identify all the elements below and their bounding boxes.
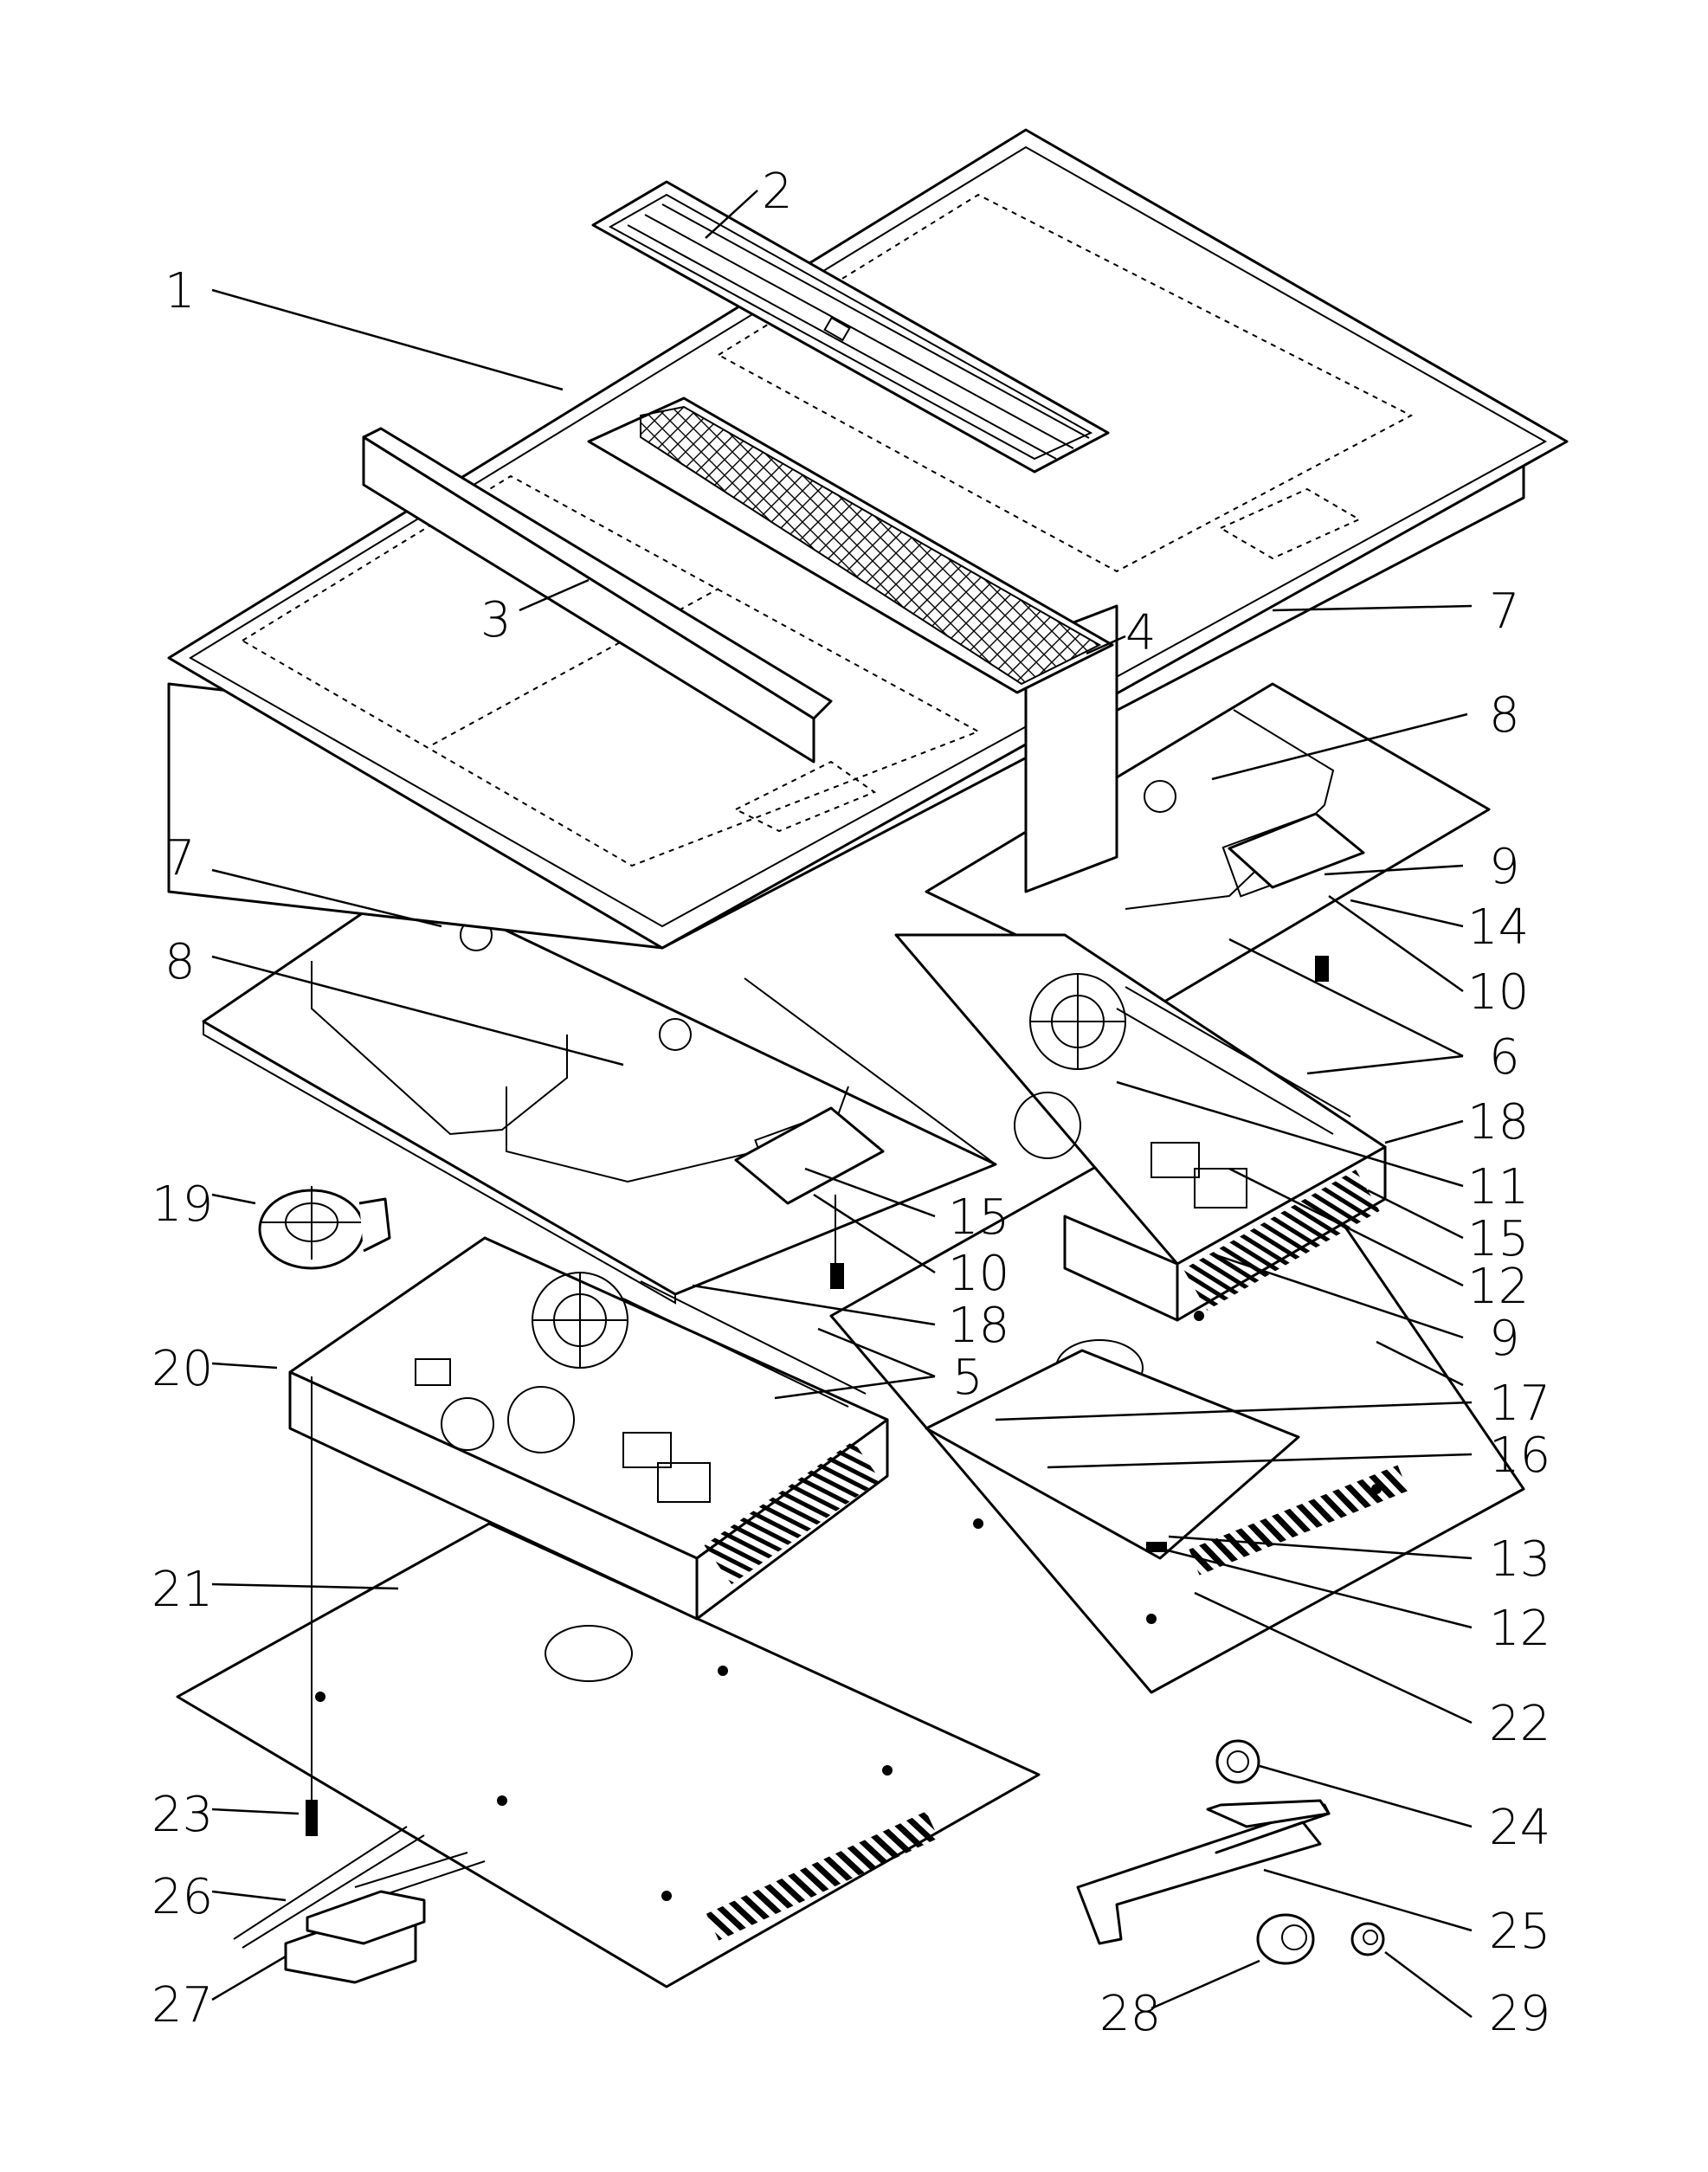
mounting-bracket xyxy=(1076,1799,1331,1945)
cooling-fan xyxy=(258,1186,391,1270)
callout-21: 21 xyxy=(151,1562,213,1618)
callout-5: 5 xyxy=(952,1350,983,1406)
spacer-ring xyxy=(1256,1913,1315,1965)
control-board-right xyxy=(1228,812,1365,982)
callout-7-right: 7 xyxy=(1489,583,1520,640)
callout-19: 19 xyxy=(151,1176,213,1233)
insulation-sheet xyxy=(925,1349,1300,1560)
callout-3: 3 xyxy=(480,592,512,648)
callout-8-right: 8 xyxy=(1489,687,1520,744)
callout-1: 1 xyxy=(164,263,196,319)
vent-grille xyxy=(591,180,1110,474)
grommet xyxy=(1215,1739,1260,1784)
callout-18-left: 18 xyxy=(948,1298,1009,1354)
callout-22: 22 xyxy=(1489,1696,1550,1752)
callout-20: 20 xyxy=(151,1341,213,1397)
callout-29: 29 xyxy=(1489,1986,1550,2042)
callout-4: 4 xyxy=(1125,605,1157,661)
callout-12-bottom: 12 xyxy=(1489,1601,1550,1657)
screw xyxy=(306,1376,318,1836)
callout-14: 14 xyxy=(1467,899,1529,956)
callout-23: 23 xyxy=(151,1787,213,1843)
callout-24: 24 xyxy=(1489,1800,1550,1856)
callout-11: 11 xyxy=(1467,1159,1529,1215)
callout-17: 17 xyxy=(1489,1376,1550,1432)
callout-18-right: 18 xyxy=(1467,1094,1529,1150)
control-board-left xyxy=(734,1106,885,1289)
leader-lines xyxy=(211,190,1473,2018)
callout-labels: 1 2 3 4 7 8 7 8 9 14 10 6 18 11 15 12 19… xyxy=(151,164,1550,2042)
electronics-frame-left xyxy=(288,1236,889,1621)
callout-27: 27 xyxy=(151,1977,213,2033)
callout-8-left: 8 xyxy=(164,934,196,990)
callout-13: 13 xyxy=(1489,1531,1550,1588)
power-cable xyxy=(233,1826,486,1949)
trim-strip xyxy=(362,427,833,764)
extraction-filter-mesh xyxy=(587,396,1114,694)
callout-10-left: 10 xyxy=(948,1246,1009,1302)
callout-16: 16 xyxy=(1489,1428,1550,1484)
callout-2: 2 xyxy=(762,164,793,220)
base-plate-left xyxy=(176,1522,1041,1988)
callout-15-right: 15 xyxy=(1467,1211,1529,1267)
callout-15-left: 15 xyxy=(948,1189,1009,1246)
callout-25: 25 xyxy=(1489,1904,1550,1960)
callout-12-top: 12 xyxy=(1467,1259,1529,1315)
callout-9-top: 9 xyxy=(1489,839,1520,895)
washer xyxy=(1350,1922,1385,1956)
terminal-block xyxy=(284,1890,426,1984)
callout-6: 6 xyxy=(1489,1029,1520,1086)
callout-28: 28 xyxy=(1099,1986,1161,2042)
callout-26: 26 xyxy=(151,1869,213,1925)
callout-7-left: 7 xyxy=(164,830,196,886)
electronics-frame-right xyxy=(894,933,1387,1322)
callout-10-right: 10 xyxy=(1467,964,1529,1021)
callout-9-bottom: 9 xyxy=(1489,1311,1520,1367)
